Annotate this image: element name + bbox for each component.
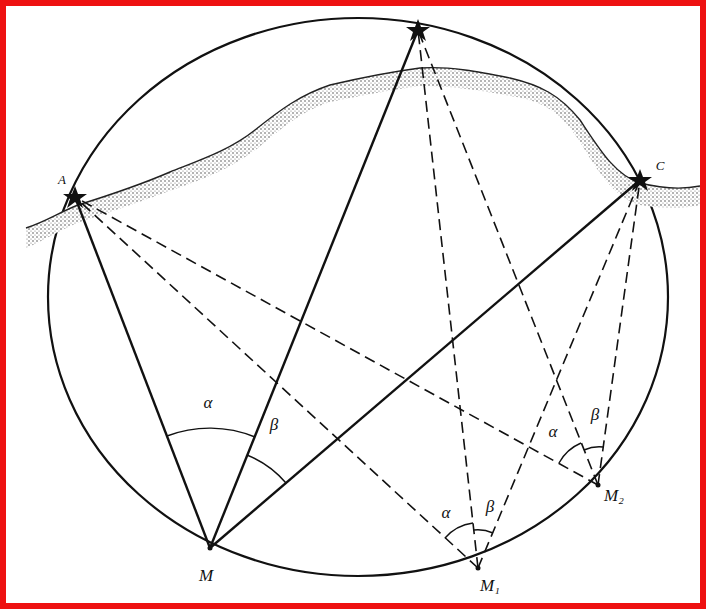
coastline xyxy=(26,68,700,248)
angle-label: β xyxy=(268,416,280,435)
star-markers xyxy=(63,19,652,208)
angle-label: β xyxy=(589,406,601,425)
station-label: M xyxy=(197,567,215,586)
point-label: A xyxy=(56,173,68,187)
station-label: M₁ xyxy=(478,577,502,596)
angle-label: α xyxy=(440,504,453,523)
angle-arcs xyxy=(167,428,603,538)
circle xyxy=(48,18,668,576)
station-points xyxy=(208,483,601,571)
point-label: C xyxy=(654,159,667,173)
angle-label: β xyxy=(484,498,496,517)
angle-label: α xyxy=(547,423,560,442)
sight-lines-m xyxy=(75,30,640,548)
station-label: M₂ xyxy=(602,487,626,506)
angle-label: α xyxy=(202,394,215,413)
coastline-edge xyxy=(26,68,700,228)
sight-lines-dashed xyxy=(75,30,640,568)
